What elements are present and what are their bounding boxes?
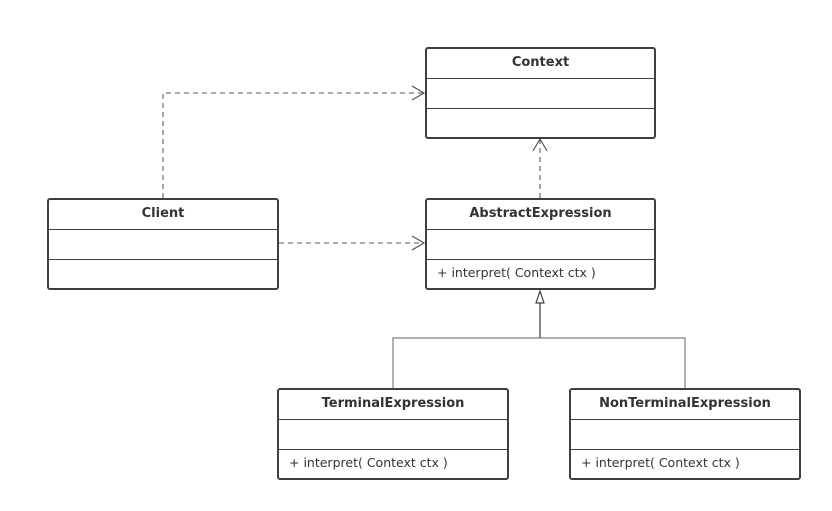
attributes-section <box>49 230 277 260</box>
class-name: TerminalExpression <box>279 390 507 420</box>
client-context-arrowhead <box>411 85 426 101</box>
operation-interpret: + interpret( Context ctx ) <box>289 455 448 470</box>
client-context-dependency <box>162 92 424 198</box>
operation-interpret: + interpret( Context ctx ) <box>581 455 740 470</box>
attributes-section <box>427 230 654 260</box>
class-name: AbstractExpression <box>427 200 654 230</box>
abstract-context-arrowhead <box>532 137 548 152</box>
client-abstract-arrowhead <box>411 235 426 251</box>
attributes-section <box>279 420 507 450</box>
class-client[interactable]: Client <box>47 198 279 290</box>
class-terminal-expression[interactable]: TerminalExpression + interpret( Context … <box>277 388 509 480</box>
attributes-section <box>571 420 799 450</box>
class-nonterminal-expression[interactable]: NonTerminalExpression + interpret( Conte… <box>569 388 801 480</box>
attributes-section <box>427 79 654 109</box>
class-name: Client <box>49 200 277 230</box>
class-context[interactable]: Context <box>425 47 656 139</box>
operation-interpret: + interpret( Context ctx ) <box>437 265 596 280</box>
class-name: NonTerminalExpression <box>571 390 799 420</box>
class-abstract-expression[interactable]: AbstractExpression + interpret( Context … <box>425 198 656 290</box>
generalization-arrowhead <box>535 289 545 304</box>
generalization-branches <box>392 337 686 388</box>
class-name: Context <box>427 49 654 79</box>
